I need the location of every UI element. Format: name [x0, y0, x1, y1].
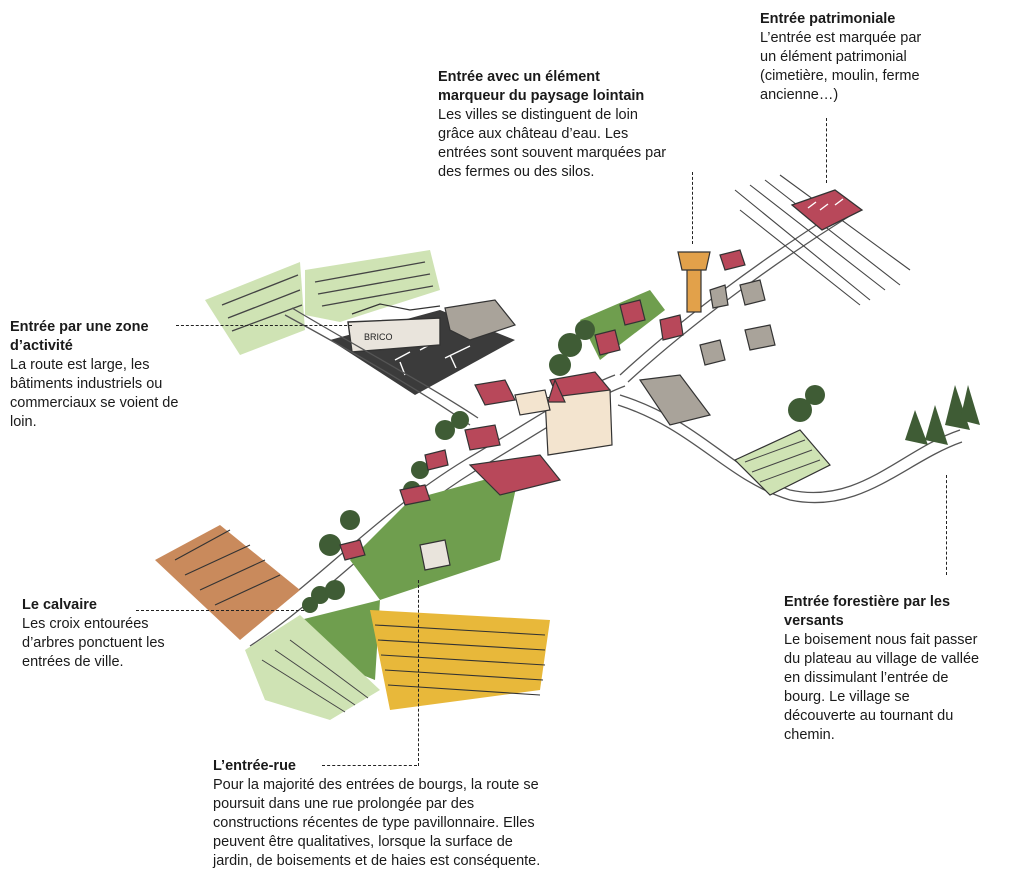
leader-rue-v: [418, 580, 419, 766]
green-field-center: [350, 470, 520, 600]
field-bottom-left: [245, 615, 380, 720]
annotation-activite-text: La route est large, les bâtiments indust…: [10, 357, 179, 430]
annotation-rue-title: L’entrée-rue: [213, 758, 296, 774]
shop-sign: BRICO: [364, 332, 393, 342]
heritage-farm: [790, 189, 864, 231]
road-forest: [619, 394, 961, 494]
annotation-paysage-title: Entrée avec un élément marqueur du paysa…: [438, 69, 645, 104]
annotation-forestiere-title: Entrée forestière par les versants: [784, 594, 951, 629]
annotation-activite-title: Entrée par une zone d’activité: [10, 319, 149, 354]
field-top-center: [305, 250, 440, 322]
annotation-activite: Entrée par une zone d’activité La route …: [10, 318, 215, 432]
leader-patrimoniale: [826, 118, 827, 183]
leader-calvaire: [136, 610, 304, 611]
annotation-forestiere: Entrée forestière par les versants Le bo…: [784, 593, 1019, 745]
field-top-left: [205, 262, 305, 355]
leader-rue-h: [322, 765, 417, 766]
annotation-calvaire-title: Le calvaire: [22, 597, 97, 613]
leader-paysage: [692, 172, 693, 244]
annotation-calvaire: Le calvaire Les croix entourées d’arbres…: [22, 596, 222, 672]
annotation-forestiere-text: Le boisement nous fait passer du plateau…: [784, 632, 980, 743]
annotation-patrimoniale: Entrée patrimoniale L’entrée est marquée…: [760, 10, 1015, 105]
annotation-rue-text: Pour la majorité des entrées de bourgs, …: [213, 777, 541, 869]
road-to-activity: [284, 314, 471, 426]
annotation-rue: L’entrée-rue Pour la majorité des entrée…: [213, 757, 613, 871]
annotation-patrimoniale-title: Entrée patrimoniale: [760, 11, 896, 27]
annotation-paysage: Entrée avec un élément marqueur du paysa…: [438, 68, 708, 182]
water-tower-tank: [677, 251, 711, 271]
leader-activite: [176, 325, 352, 326]
forest-plot: [733, 429, 831, 496]
annotation-calvaire-text: Les croix entourées d’arbres ponctuent l…: [22, 616, 165, 670]
leader-forestiere: [946, 475, 947, 575]
warehouse: [444, 299, 517, 341]
houses: [339, 249, 776, 571]
annotation-patrimoniale-text: L’entrée est marquée par un élément patr…: [760, 30, 922, 103]
water-tower-shaft: [686, 267, 702, 313]
field-orange: [155, 525, 300, 640]
tree-group: [302, 320, 980, 613]
annotation-paysage-text: Les villes se distinguent de loin grâce …: [438, 107, 667, 180]
road-to-heritage: [619, 209, 841, 376]
